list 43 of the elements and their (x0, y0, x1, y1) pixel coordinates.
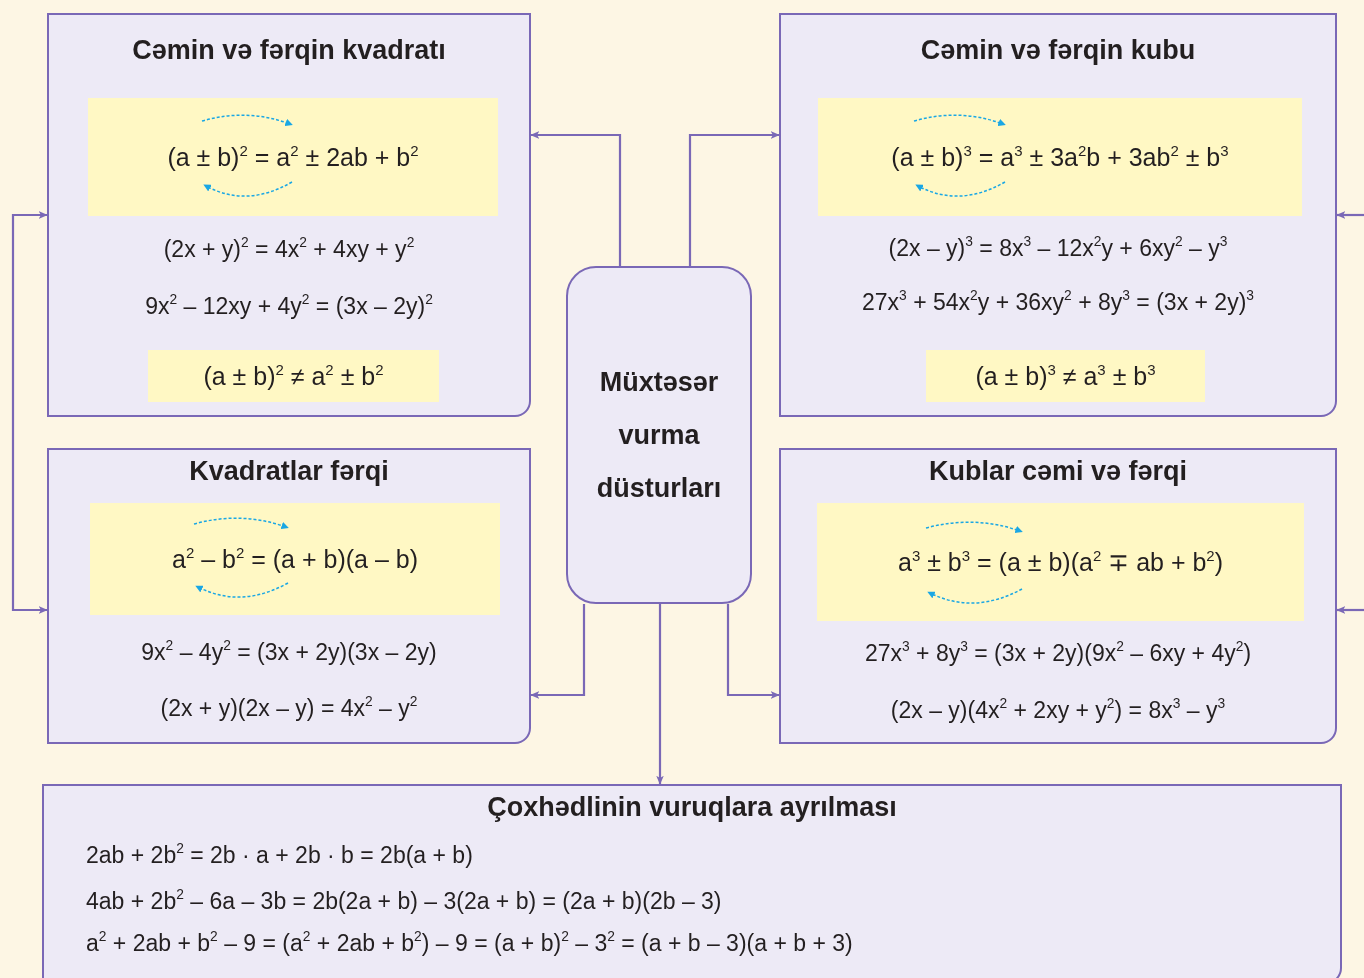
panel-heading: Cəmin və fərqin kvadratı (131, 34, 447, 67)
formula: (a ± b)$^{3}$ = a$^{3}$ ± 3a$^{2}$b + 3ab$^{2}$ ± b$^{3}$ (891, 140, 1229, 173)
formula: 27x$^{3}$ + 54x$^{2}$y + 36xy$^{2}$ + 8y$^{3}$ = (3x + 2y)$^{3}$ (861, 287, 1255, 317)
formula-highlight (926, 350, 1205, 402)
panel-heading: Kvadratlar fərqi (188, 455, 390, 488)
formula: a$^{3}$ ± b$^{3}$ = (a ± b)(a$^{2}$ ∓ ab + b$^{2}$) (897, 545, 1223, 578)
connector-arrow (688, 131, 780, 266)
formula: 27x$^{3}$ + 8y$^{3}$ = (3x + 2y)(9x$^{2}$ – 6xy + 4y$^{2}$) (863, 638, 1253, 668)
formula-panel (779, 13, 1337, 417)
panel-heading: Kublar cəmi və fərqi (927, 455, 1189, 488)
connector-arrow (656, 604, 664, 785)
connector-arrow (530, 604, 586, 699)
formula-panel (47, 13, 531, 417)
formula: (2x – y)$^{3}$ = 8x$^{3}$ – 12x$^{2}$y + 6xy$^{2}$ – y$^{3}$ (887, 233, 1229, 263)
formula: 4ab + 2b$^{2}$ – 6a – 3b = 2b(2a + b) – 3(2a + b) = (2a + b)(2b – 3) (86, 886, 722, 916)
connector-arrow (530, 131, 622, 266)
formula: (2x + y)(2x – y) = 4x$^{2}$ – y$^{2}$ (159, 693, 419, 723)
formula: (a ± b)$^{2}$ = a$^{2}$ ± 2ab + b$^{2}$ (167, 140, 419, 173)
formula-highlight (818, 98, 1302, 216)
formula: (2x + y)$^{2}$ = 4x$^{2}$ + 4xy + y$^{2}$ (162, 234, 416, 264)
connector-arrow (11, 211, 48, 614)
formula-panel (779, 448, 1337, 744)
formula: 9x$^{2}$ – 4y$^{2}$ = (3x + 2y)(3x – 2y) (140, 637, 438, 667)
formula: 9x$^{2}$ – 12xy + 4y$^{2}$ = (3x – 2y)$^{2}$ (144, 291, 434, 321)
center-title: Müxtəsər vurma düsturları (595, 365, 723, 505)
panel-heading: Çoxhədlinin vuruqlara ayrılması (486, 791, 898, 824)
formula: (a ± b)$^{2}$ ≠ a$^{2}$ ± b$^{2}$ (203, 359, 384, 392)
formula-panel (42, 784, 1342, 978)
connector-arrow (726, 604, 780, 699)
connector-arrow (1336, 606, 1364, 614)
formula-highlight (817, 503, 1304, 621)
panel-heading: Cəmin və fərqin kubu (919, 34, 1197, 67)
formula: a$^{2}$ + 2ab + b$^{2}$ – 9 = (a$^{2}$ + 2ab + b$^{2}$) – 9 = (a + b)$^{2}$ – 3$^{2}$ = (a + b – 3)(a + b + 3) (86, 928, 853, 958)
formula-highlight (90, 503, 500, 615)
formula: a$^{2}$ – b$^{2}$ = (a + b)(a – b) (172, 542, 418, 575)
formula-panel (47, 448, 531, 744)
formula-highlight (88, 98, 498, 216)
formula: (2x – y)(4x$^{2}$ + 2xy + y$^{2}$) = 8x$^{3}$ – y$^{3}$ (889, 695, 1227, 725)
formula: (a ± b)$^{3}$ ≠ a$^{3}$ ± b$^{3}$ (975, 359, 1156, 392)
connector-arrow (1336, 211, 1364, 219)
formula-highlight (148, 350, 439, 402)
formula: 2ab + 2b$^{2}$ = 2b · a + 2b · b = 2b(a + b) (86, 840, 473, 870)
center-box (566, 266, 752, 604)
